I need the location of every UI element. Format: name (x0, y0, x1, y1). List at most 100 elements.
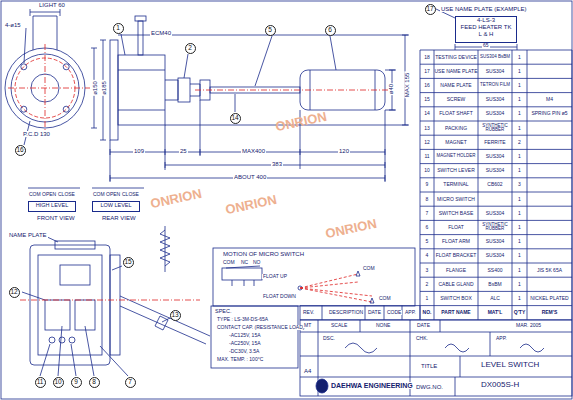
dimension-label: FLOAT UP (262, 274, 288, 279)
dimension-label: -AC250V, 15A (228, 341, 262, 346)
label-text: DATE (368, 309, 381, 315)
callout-number: 7 (125, 377, 136, 388)
watermark-text: ONRION (324, 216, 378, 241)
table-text: 14 (424, 111, 430, 116)
table-text: 1 (518, 69, 521, 74)
table-cell: SUS304 BsBM (478, 50, 512, 64)
table-cell: SYNTHETIC RUBBER (478, 121, 512, 135)
callout-number: 12 (9, 287, 20, 298)
callout-text: 5 (268, 27, 272, 34)
label-text: MAX 155 (404, 73, 410, 98)
table-text: 11 (424, 154, 429, 159)
table-rule (322, 306, 323, 320)
table-rule (420, 50, 421, 320)
table-cell: SS400 (478, 263, 512, 277)
table-text: Q'TY (514, 310, 525, 315)
dimension-label: NONE (375, 323, 391, 328)
label-text: COM (29, 191, 41, 197)
dimension-label: COM (92, 192, 106, 197)
callout-text: 2 (188, 45, 192, 52)
table-text: 4 (426, 253, 429, 258)
table-cell: SWITCH BOX (434, 291, 478, 305)
dimension-label: LIGHT 60 (38, 2, 66, 8)
table-cell: 18 (420, 50, 434, 64)
table-rule (420, 263, 572, 264)
table-cell: MAGNET (434, 135, 478, 149)
label-text: MAX400 (242, 148, 265, 154)
label-text: CLOSE (122, 191, 139, 197)
table-cell: ALC (478, 291, 512, 305)
table-text: FLOAT ARM (442, 239, 470, 244)
label-text: 4-ø15 (5, 22, 21, 28)
label-text: FLOAT DOWN (263, 293, 296, 299)
label-text: CLOSE (58, 191, 75, 197)
dimension-label: CLOSE (121, 192, 140, 197)
table-rule (420, 92, 572, 93)
callout-number: 9 (71, 377, 82, 388)
table-cell: TESTING DEVICE (434, 50, 478, 64)
table-text: 1 (426, 296, 429, 301)
table-text: SUS304 (486, 253, 505, 258)
label-text: LEVEL SWITCH (481, 360, 539, 369)
dimension-label: COM (378, 296, 392, 301)
label-text: 383 (272, 161, 282, 167)
table-text: 1 (518, 282, 521, 287)
label-text: FLOAT UP (263, 273, 287, 279)
watermark-text: ONRION (274, 109, 328, 134)
label-text: MAX. TEMP. : 100°C (217, 356, 263, 362)
watermark: ONRION (224, 193, 278, 217)
box-text: 4-LS-3 (456, 17, 516, 24)
table-cell: SYNTHETIC RUBBER (478, 220, 512, 234)
table-text: 15 (424, 97, 430, 102)
dimension-label: MAX. TEMP. : 100°C (216, 357, 264, 362)
label-text: ABOUT 400 (234, 174, 266, 180)
table-cell: 16 (420, 78, 434, 92)
table-cell: 8 (420, 192, 434, 206)
table-cell: CB602 (478, 178, 512, 192)
dimension-label: FLOAT DOWN (262, 294, 297, 299)
table-cell: 15 (420, 93, 434, 107)
dimension-label: NAME PLATE (8, 232, 48, 238)
dimension-label: DX005S-H (480, 381, 520, 389)
table-text: SS400 (487, 268, 502, 273)
table-cell: 6 (420, 220, 434, 234)
table-cell: MICRO SWITCH (434, 192, 478, 206)
table-cell: 1 (512, 277, 527, 291)
table-text: 1 (518, 111, 521, 116)
name-plate-box: 4-LS-3FEED HEATER TKL & H (455, 16, 517, 43)
table-cell: 2 (512, 135, 527, 149)
level-box: LOW LEVEL (92, 201, 140, 212)
table-cell: 11 (420, 149, 434, 163)
dimension-label: OPEN (41, 192, 57, 197)
table-cell: 14 (420, 107, 434, 121)
table-text: CABLE GLAND (438, 282, 473, 287)
callout-number: 15 (123, 257, 134, 268)
table-text: 2 (518, 140, 521, 145)
callout-text: 1 (116, 25, 120, 32)
label-text: NO (253, 259, 261, 265)
watermark: ONRION (274, 110, 328, 134)
table-cell: USE NAME PLATE (434, 64, 478, 78)
table-text: 1 (518, 239, 521, 244)
table-text: FERRITE (484, 140, 505, 145)
dimension-label: 109 (133, 148, 145, 154)
table-text: NAME PLATE (440, 83, 471, 88)
table-text: MAGNET (445, 140, 466, 145)
table-text: BsBM (488, 282, 501, 287)
callout-text: 10 (54, 379, 61, 386)
label-text: SCALE (331, 322, 347, 328)
table-text: SUS304 (486, 69, 505, 74)
label-text: TYPE : LS-3M-DS-65A (217, 316, 268, 322)
dimension-label: COM (28, 192, 42, 197)
table-cell: SUS304 (478, 206, 512, 220)
label-text: DX005S-H (481, 380, 519, 389)
table-cell: MAT'L (478, 306, 512, 320)
callout-text: 11 (37, 379, 44, 386)
table-text: FLOAT (448, 225, 464, 230)
dimension-label: TYPE : LS-3M-DS-65A (216, 317, 269, 322)
table-cell: 1 (512, 50, 527, 64)
label-text: 120 (339, 148, 349, 154)
dimension-label: CLOSE (57, 192, 76, 197)
table-text: 1 (518, 55, 521, 60)
